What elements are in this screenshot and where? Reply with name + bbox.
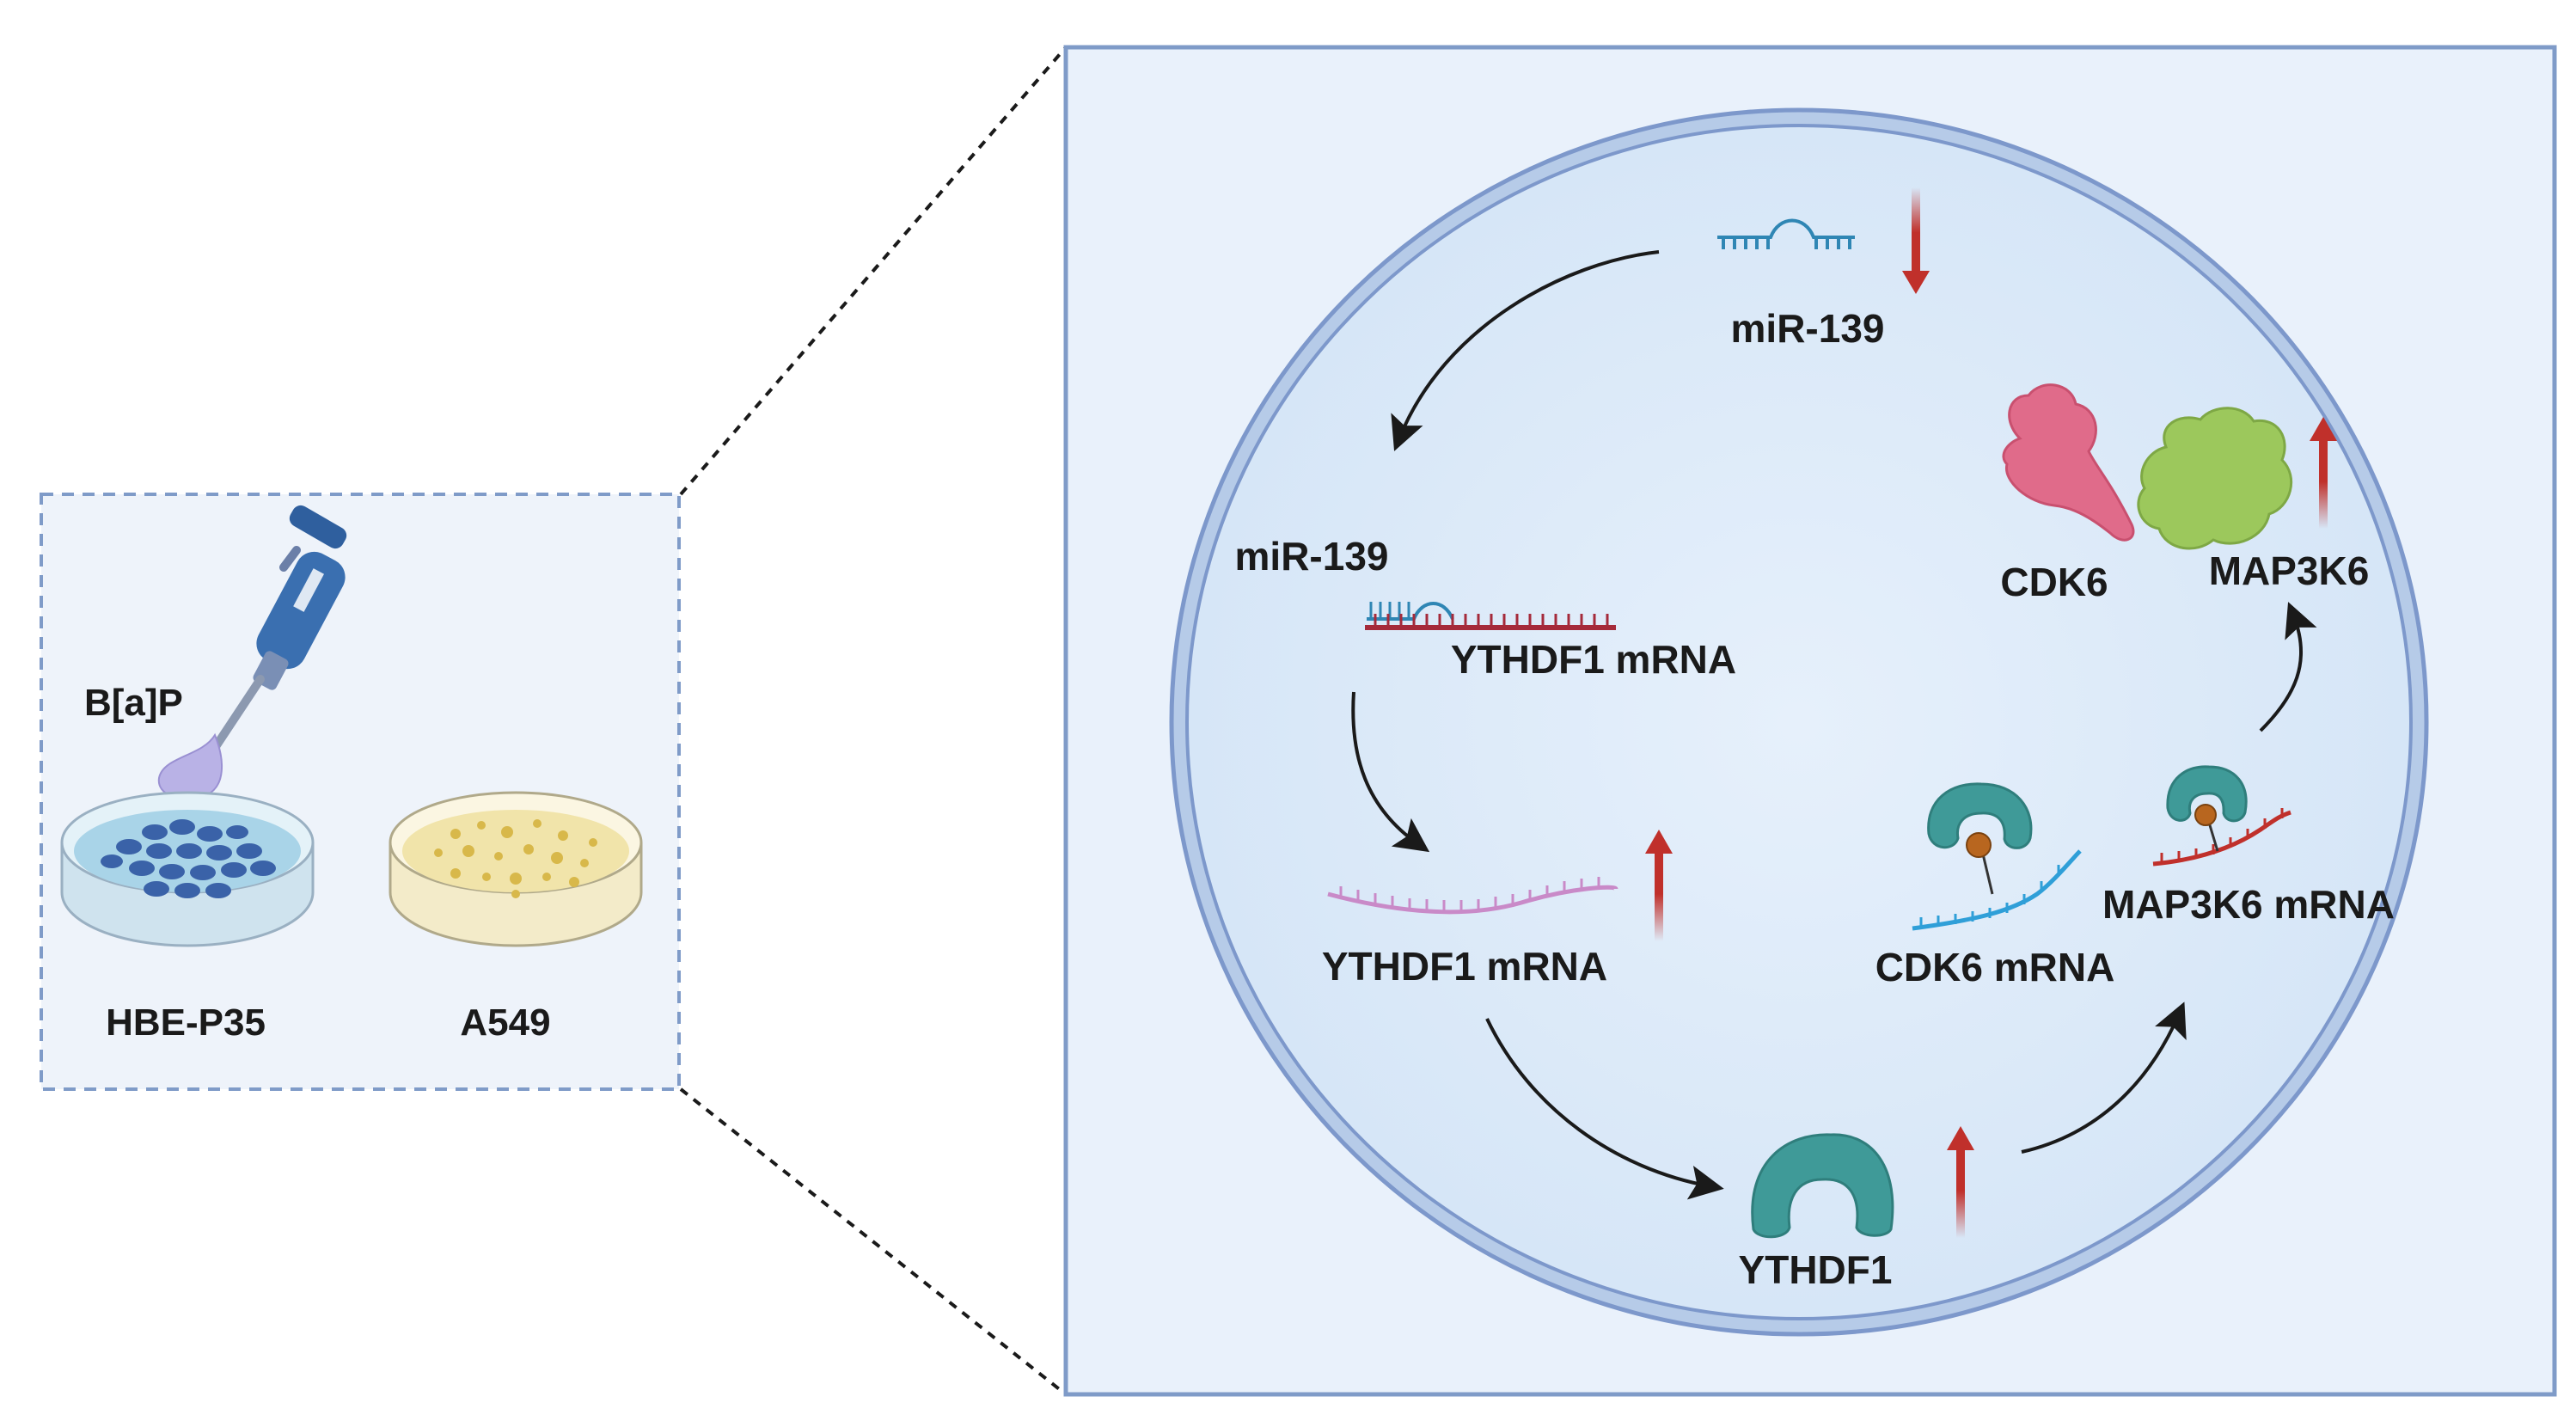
up-arrow-ythdf1-shaft [1956,1143,1965,1238]
ythdf1-protein-icon [1751,1133,1894,1239]
map3k6-protein-label: MAP3K6 [2209,548,2370,593]
arrow-ythdf1-to-targets [2021,1001,2187,1154]
zoom-line-top [679,46,1068,496]
arrow-mrna-to-proteins [2259,602,2317,732]
cell-panel: miR-139 miR-139 YTHDF1 mRNA YTHDF1 mRNA … [1063,45,2557,1397]
down-arrow-mir139-shaft [1912,187,1920,278]
up-arrow-ythdf1-mrna-head [1645,830,1673,854]
petri-dish-a549-icon [389,791,643,947]
ythdf1-mrna-label: YTHDF1 mRNA [1322,944,1607,989]
treatment-label: B[a]P [84,682,183,724]
zoom-line-bottom [679,1087,1068,1396]
cdk6-mrna-complex-icon [1912,782,2082,931]
cdk6-protein-label: CDK6 [2000,560,2108,604]
cdk6-mrna-label: CDK6 mRNA [1875,945,2115,989]
map3k6-mrna-complex-icon [2152,765,2291,867]
up-arrow-map3k6-head [2310,417,2337,441]
ythdf1-protein-label: YTHDF1 [1739,1247,1893,1292]
ythdf1-mrna-bound-label: YTHDF1 mRNA [1451,637,1736,682]
mirna-bound-icon [1365,602,1616,630]
mirna-top-icon [1717,218,1855,249]
dish-left-label: HBE-P35 [106,1001,266,1044]
map3k6-mrna-label: MAP3K6 mRNA [2102,882,2395,927]
cdk6-protein-icon [2002,383,2135,542]
pipette-icon [211,505,347,752]
mirna-top-label: miR-139 [1731,306,1885,351]
petri-dish-hbe-p35-icon [60,791,315,947]
up-arrow-ythdf1-head [1947,1126,1974,1150]
ythdf1-mrna-icon [1327,877,1618,915]
mirna-bound-label: miR-139 [1235,534,1389,579]
cell-interior [1185,124,2413,1320]
map3k6-protein-icon [2137,407,2293,550]
left-panel-frame [40,493,681,1091]
dish-right-label: A549 [460,1001,550,1044]
up-arrow-ythdf1-mrna-shaft [1655,847,1663,941]
arrow-ythdf1-mrna-to-protein [1485,1018,1724,1200]
down-arrow-mir139-head [1902,271,1930,294]
arrow-bound-to-ythdf1-mrna [1351,691,1430,853]
up-arrow-map3k6-shaft [2319,434,2328,529]
left-panel: B[a]P HBE-P35 [40,493,681,1091]
arrow-mir139-to-bound [1391,250,1660,451]
